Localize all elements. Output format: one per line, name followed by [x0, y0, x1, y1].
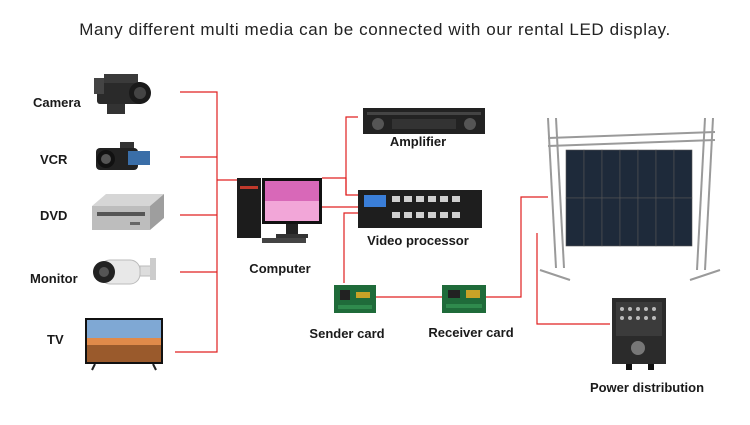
receiver-card-icon — [442, 285, 486, 313]
monitor-label: Monitor — [30, 271, 78, 286]
tv-label: TV — [47, 332, 64, 347]
diagram-title: Many different multi media can be connec… — [79, 20, 671, 39]
amplifier-line — [345, 116, 358, 195]
monitor-icon — [93, 258, 156, 285]
amplifier-icon — [363, 108, 485, 134]
receiver-card-label: Receiver card — [428, 325, 514, 340]
camera-line — [175, 91, 218, 353]
computer-icon — [237, 178, 322, 243]
dvd-icon — [92, 194, 164, 230]
power-distribution-icon — [612, 298, 666, 370]
power-distribution-label: Power distribution — [589, 380, 705, 395]
video-processor-label: Video processor — [367, 233, 469, 248]
power-to-led-line — [536, 233, 610, 325]
processor-to-sender-line — [343, 212, 358, 283]
camera-label: Camera — [33, 95, 81, 110]
sender-card-icon — [334, 285, 376, 313]
amplifier-label: Amplifier — [389, 134, 447, 149]
vcr-label: VCR — [40, 152, 68, 167]
sender-card-label: Sender card — [309, 326, 385, 341]
receiver-to-led-line — [485, 196, 548, 298]
computer-to-processor-line — [322, 177, 358, 196]
connection-lines — [175, 91, 610, 353]
video-processor-icon — [358, 190, 482, 228]
camera-icon — [94, 74, 151, 114]
vcr-icon — [96, 142, 150, 170]
led-display-icon — [539, 117, 721, 281]
dvd-label: DVD — [40, 208, 68, 223]
tv-icon — [85, 318, 163, 371]
computer-label: Computer — [249, 261, 311, 276]
